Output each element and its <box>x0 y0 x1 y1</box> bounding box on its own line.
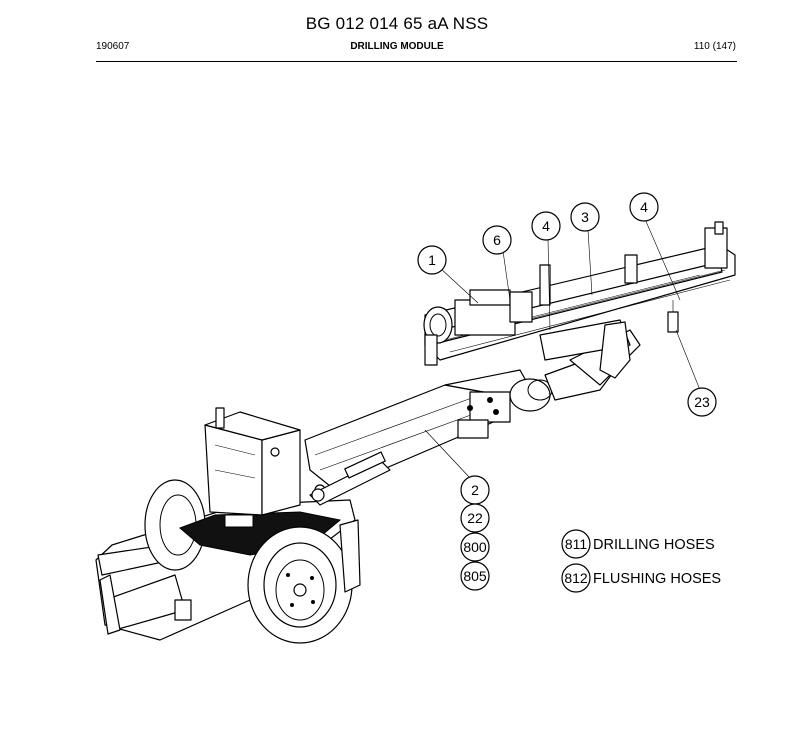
callout-4a: 4 <box>531 211 561 241</box>
callout-2-label: 2 <box>471 482 479 498</box>
legend-812-text: FLUSHING HOSES <box>593 571 721 587</box>
callout-6: 6 <box>482 225 512 255</box>
callout-1: 1 <box>417 245 447 275</box>
legend-811-number: 811 <box>565 536 588 552</box>
page-number: 110 (147) <box>693 41 736 52</box>
document-title: BG 012 014 65 aA NSS <box>305 14 489 33</box>
feeder-assembly <box>423 221 736 379</box>
callout-4b-label: 4 <box>640 199 648 215</box>
callout-6-label: 6 <box>493 232 501 248</box>
legend-flushing-hoses: 812 FLUSHING HOSES <box>561 563 721 593</box>
callout-1-label: 1 <box>428 252 436 268</box>
carrier-frame <box>95 407 361 644</box>
callout-23: 23 <box>687 387 717 417</box>
legend-812-number: 812 <box>564 570 588 586</box>
callout-805: 805 <box>460 561 490 591</box>
callout-805-label: 805 <box>463 568 487 584</box>
callout-22: 22 <box>460 503 490 533</box>
callout-4a-label: 4 <box>542 218 550 234</box>
legend-811-text: DRILLING HOSES <box>593 537 715 553</box>
legend-drilling-hoses: 811 DRILLING HOSES <box>561 529 715 559</box>
callout-3-label: 3 <box>581 209 589 225</box>
callout-2: 2 <box>460 475 490 505</box>
callout-23-label: 23 <box>694 394 710 410</box>
section-title: DRILLING MODULE <box>350 41 444 52</box>
callout-22-label: 22 <box>467 510 483 526</box>
callout-800: 800 <box>460 532 490 562</box>
header-rule <box>96 61 737 62</box>
leader-lines <box>424 218 701 479</box>
callout-3: 3 <box>570 202 600 232</box>
document-code: 190607 <box>96 41 130 52</box>
callout-800-label: 800 <box>463 539 487 555</box>
callout-4b: 4 <box>629 192 659 222</box>
